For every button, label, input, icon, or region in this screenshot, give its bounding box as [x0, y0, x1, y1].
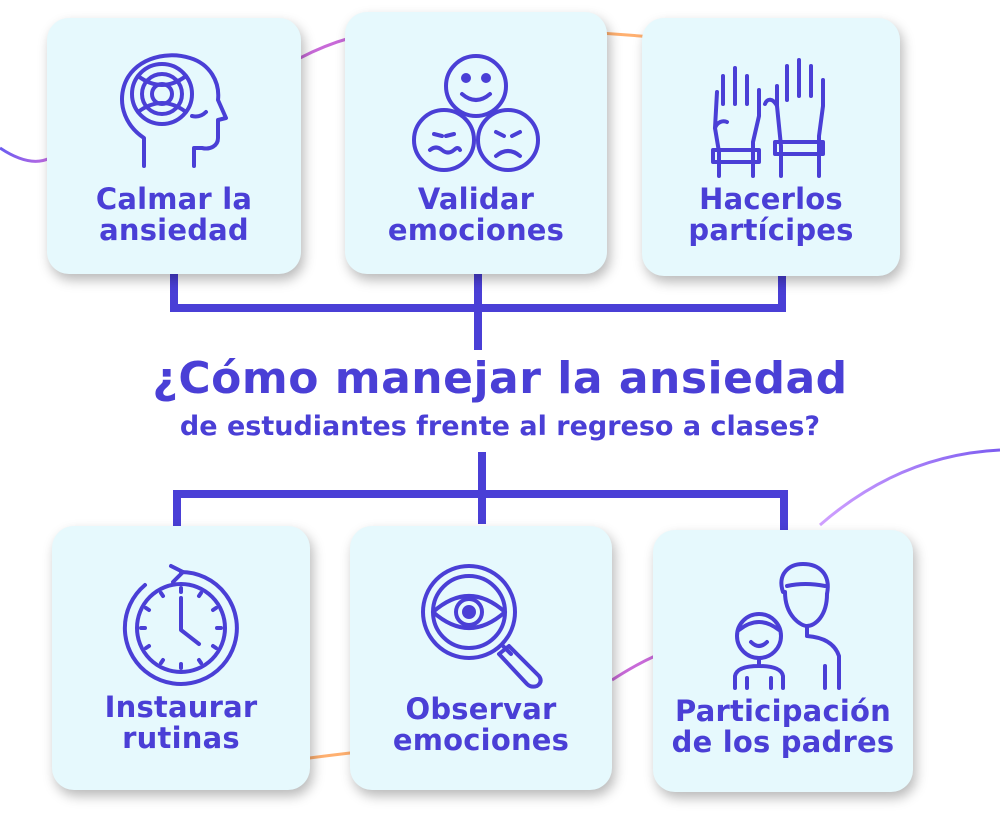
card-line2: rutinas	[122, 721, 240, 755]
card-line2: de los padres	[671, 725, 895, 759]
card-line1: Validar	[417, 182, 535, 216]
title-line1: ¿Cómo manejar la ansiedad	[152, 353, 848, 404]
card-instaurar-rutinas: Instaurar rutinas	[52, 526, 310, 790]
card-line1: Instaurar	[104, 690, 258, 724]
decor-curve-left	[0, 146, 51, 163]
emotion-faces-icon	[412, 54, 540, 172]
card-validar-emociones: Validar emociones	[345, 12, 607, 274]
raised-hands-icon	[711, 58, 825, 178]
parent-child-icon	[733, 562, 841, 690]
card-line2: emociones	[387, 213, 565, 247]
card-calmar-ansiedad: Calmar la ansiedad	[47, 18, 301, 274]
clock-icon	[122, 564, 239, 686]
connector-bottom	[173, 452, 788, 532]
card-observar-emociones: Observar emociones	[350, 526, 612, 790]
card-line1: Participación	[675, 694, 891, 728]
card-line1: Hacerlos	[699, 182, 843, 216]
card-hacerlos-participes: Hacerlos partícipes	[642, 18, 900, 276]
card-line1: Observar	[405, 692, 557, 726]
card-line2: partícipes	[688, 213, 854, 247]
card-line1: Calmar la	[95, 182, 253, 216]
decor-curve-top	[299, 36, 351, 60]
head-mind-icon	[120, 53, 228, 168]
connector-top	[170, 274, 786, 350]
card-line2: ansiedad	[99, 213, 249, 247]
diagram-title: ¿Cómo manejar la ansiedad de estudiantes…	[0, 352, 1000, 444]
card-participacion-padres: Participación de los padres	[653, 530, 913, 792]
card-line2: emociones	[392, 723, 570, 757]
magnifier-eye-icon	[421, 564, 543, 689]
title-line2: de estudiantes frente al regreso a clase…	[179, 411, 821, 442]
decor-curve-right	[819, 448, 1000, 527]
decor-curve-mid	[611, 654, 656, 682]
